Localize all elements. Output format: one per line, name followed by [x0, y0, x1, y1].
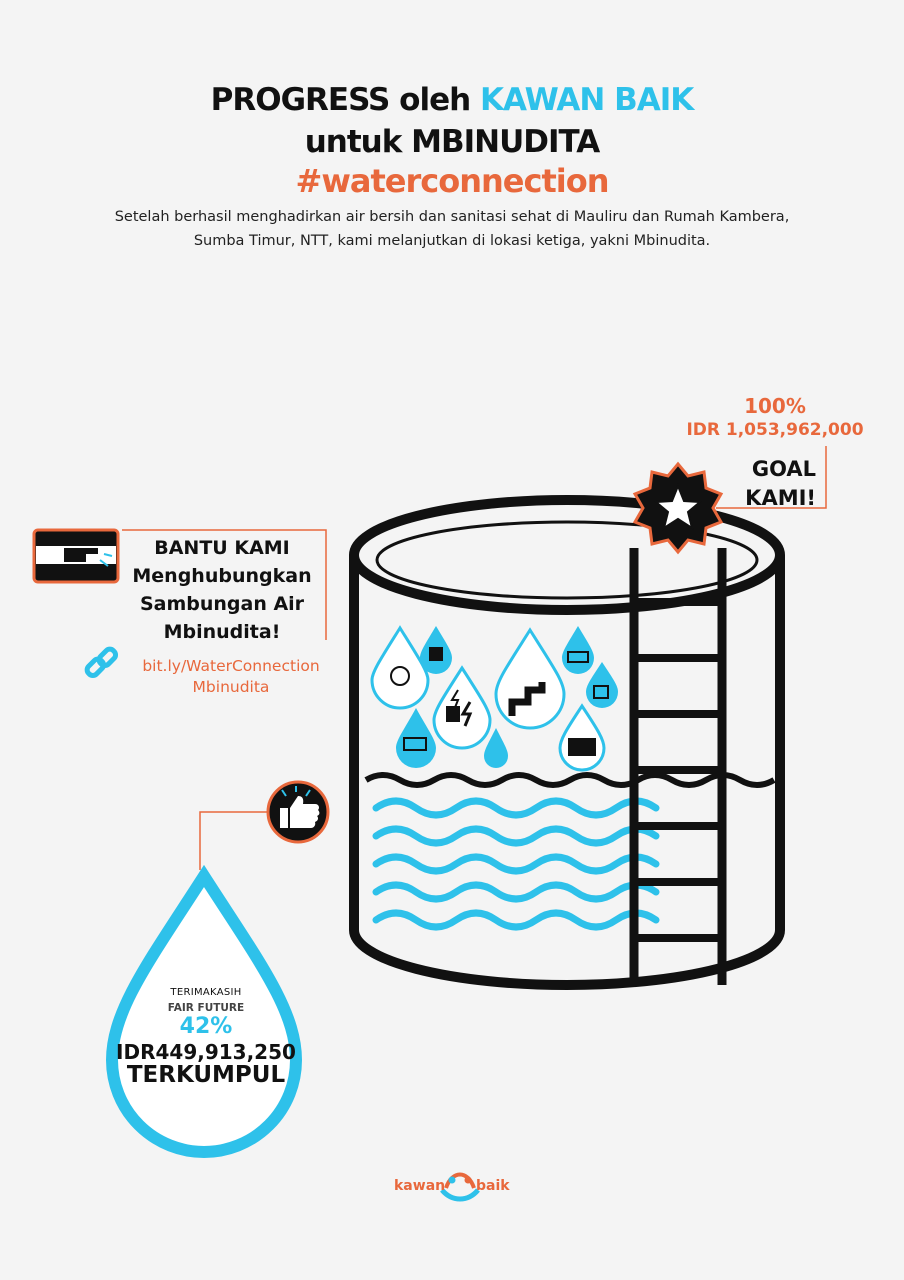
ladder-icon [629, 548, 727, 985]
sponsor-logo: FAIR FUTURE [167, 1002, 245, 1014]
donation-link-line1: bit.ly/WaterConnection [142, 657, 320, 675]
water-tank-icon [349, 495, 785, 990]
page-title-line1: PROGRESS oleh KAWAN BAIK [0, 82, 904, 118]
water-waves [372, 797, 660, 931]
link-icon [84, 646, 119, 679]
cta-line3: Sambungan Air [139, 593, 305, 615]
goal-label-line1: GOAL [751, 457, 816, 481]
raised-percent: 42% [179, 1014, 233, 1039]
cta-line1: BANTU KAMI [154, 537, 290, 559]
raised-label: TERKUMPUL [126, 1062, 286, 1088]
thumbs-up-icon [266, 780, 330, 844]
hashtag: #waterconnection [295, 162, 610, 200]
goal-label: GOAL KAMI! [730, 455, 816, 513]
cta-text: BANTU KAMI Menghubungkan Sambungan Air M… [112, 534, 332, 646]
goal-label-line2: KAMI! [745, 486, 816, 510]
title-accent: KAWAN BAIK [479, 82, 694, 118]
kawan-baik-logo-icon [440, 1172, 480, 1202]
intro-text: Setelah berhasil menghadirkan air bersih… [114, 209, 790, 249]
thanks-label: TERIMAKASIH [170, 987, 242, 998]
title-prefix: PROGRESS oleh [210, 82, 480, 118]
logo-text-baik: baik [476, 1178, 510, 1194]
cta-line2: Menghubungkan [132, 565, 312, 587]
water-surface [364, 772, 776, 788]
goal-connector-line [716, 446, 827, 509]
cta-line4: Mbinudita! [163, 621, 281, 643]
donation-link[interactable]: bit.ly/WaterConnection Mbinudita [128, 656, 334, 698]
donation-link-line2: Mbinudita [192, 678, 270, 696]
goal-amount: IDR 1,053,962,000 [686, 420, 864, 440]
water-drop-icons [370, 625, 618, 772]
progress-drop [105, 864, 303, 1158]
cta-connector-line [122, 529, 327, 640]
star-badge-icon [632, 461, 724, 555]
progress-connector-line [199, 811, 268, 870]
logo-text-kawan: kawan [394, 1178, 446, 1194]
pointing-hand-icon [32, 528, 120, 584]
raised-amount: IDR449,913,250 [116, 1040, 296, 1064]
page-title-line2: untuk MBINUDITA [304, 124, 601, 160]
tank-inner-rim [375, 520, 759, 600]
goal-percent: 100% [744, 394, 806, 418]
